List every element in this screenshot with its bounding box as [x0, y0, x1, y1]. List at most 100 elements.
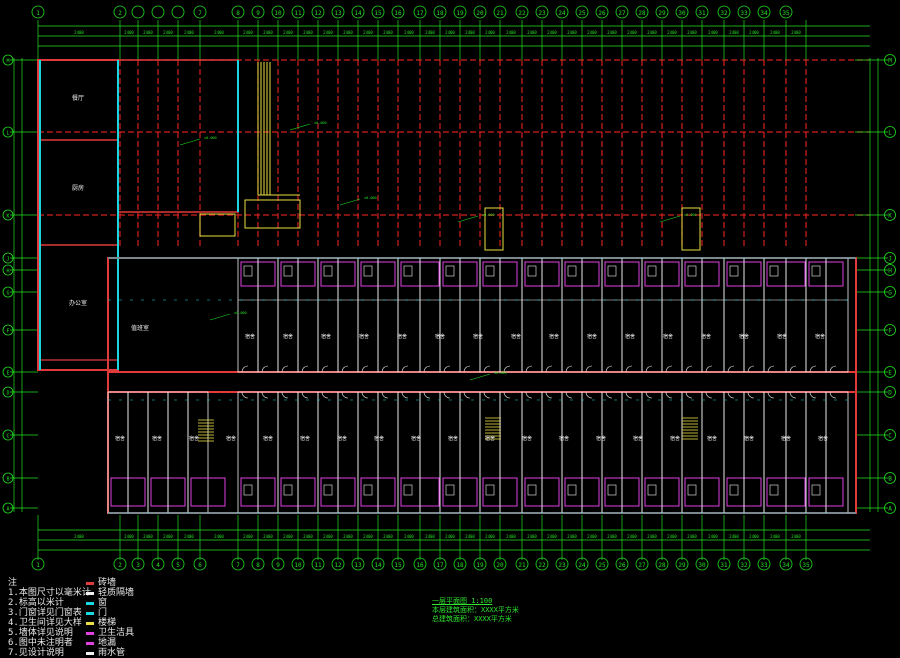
- axis-label: 18: [456, 562, 464, 569]
- axis-bubble-icon: [884, 366, 896, 378]
- swatch-icon: [86, 581, 94, 585]
- room-label: 宿舍: [321, 333, 331, 340]
- axis-label: 19: [476, 562, 484, 569]
- dorm-room: [825, 391, 849, 514]
- door-swing-icon: [301, 391, 309, 399]
- axis-bubble-icon: [331, 557, 345, 571]
- axis-label: 31: [720, 562, 728, 569]
- axis-label: 29: [658, 10, 666, 17]
- dimension-label: 2400: [143, 534, 153, 539]
- door-swing-icon: [525, 365, 533, 373]
- axis-label: J: [888, 256, 892, 263]
- axis-bubble-icon: [2, 264, 14, 276]
- dimension-label: 2400: [425, 534, 435, 539]
- symbol-label: 门: [98, 608, 108, 618]
- axis-label: 4: [156, 562, 160, 569]
- door-swing-icon: [503, 391, 511, 399]
- axis-label: C: [6, 434, 9, 440]
- elevation-label: ±0.000: [204, 136, 217, 140]
- dimension-label: 2400: [404, 534, 414, 539]
- axis-bubble-icon: [413, 557, 427, 571]
- toilet-icon: [647, 265, 657, 277]
- axis-label: 30: [678, 10, 686, 17]
- dimension-label: 2400: [243, 534, 253, 539]
- axis-label: C: [888, 433, 892, 440]
- door-swing-icon: [585, 391, 593, 399]
- axis-bubble-icon: [193, 557, 207, 571]
- symbol-row: 地漏: [86, 638, 156, 648]
- swatch-icon: [86, 641, 94, 645]
- dimension-label: 2400: [547, 534, 557, 539]
- dimension-label: 2400: [143, 30, 153, 35]
- axis-label: 1: [36, 562, 40, 569]
- room-label: 宿舍: [411, 435, 421, 442]
- axis-label: 24: [558, 10, 566, 17]
- axis-bubble-icon: [515, 5, 529, 19]
- symbol-label: 地漏: [98, 638, 117, 648]
- door-swing-icon: [401, 391, 409, 399]
- swatch-icon: [86, 601, 94, 605]
- axis-bubble-icon: [737, 557, 751, 571]
- axis-bubble-icon: [555, 5, 569, 19]
- axis-bubble-icon: [615, 557, 629, 571]
- dimension-label: 2400: [363, 30, 373, 35]
- axis-label: 30: [698, 562, 706, 569]
- dimension-label: 2400: [383, 30, 393, 35]
- door-swing-icon: [585, 365, 593, 373]
- dimension-label: 2400: [184, 534, 194, 539]
- dorm-room: [499, 391, 523, 514]
- dimension-label: 2400: [425, 30, 435, 35]
- dimension-label: 2400: [749, 30, 759, 35]
- axis-label: A: [888, 506, 892, 513]
- axis-bubble-icon: [473, 5, 487, 19]
- leader-line: [289, 123, 311, 131]
- axis-bubble-icon: [757, 557, 771, 571]
- room-label: 宿舍: [744, 435, 754, 442]
- symbol-row: 门: [86, 608, 156, 618]
- axis-label: 13: [334, 10, 342, 17]
- symbol-row: 雨水管: [86, 648, 156, 658]
- toilet-icon: [527, 265, 537, 277]
- dimension-label: 2400: [383, 534, 393, 539]
- axis-label: 22: [538, 562, 546, 569]
- toilet-icon: [607, 265, 617, 277]
- symbol-row: 窗: [86, 598, 156, 608]
- axis-bubble-icon: [2, 286, 14, 298]
- room-label: 宿舍: [245, 333, 255, 340]
- bathroom-fixture: [190, 477, 226, 507]
- axis-label: 25: [578, 10, 586, 17]
- axis-label: 13: [354, 562, 362, 569]
- room-label: 宿舍: [559, 435, 569, 442]
- symbol-row: 卫生洁具: [86, 628, 156, 638]
- room-label: 宿舍: [115, 435, 125, 442]
- elevation-label: ±0.000: [684, 213, 697, 217]
- room-label: 宿舍: [300, 435, 310, 442]
- axis-bubble-icon: [371, 557, 385, 571]
- room-label: 宿舍: [633, 435, 643, 442]
- axis-bubble-icon: [113, 557, 127, 571]
- dorm-room: [785, 391, 807, 514]
- legend-item: 3.门窗详见门窗表: [8, 608, 82, 618]
- axis-label: D: [6, 391, 9, 397]
- axis-bubble-icon: [251, 557, 265, 571]
- elevation-label: ±0.000: [482, 213, 495, 217]
- axis-label: K: [888, 213, 892, 220]
- axis-label: 2: [118, 562, 122, 569]
- toilet-icon: [687, 484, 697, 496]
- axis-bubble-icon: [171, 557, 185, 571]
- dimension-label: 2400: [323, 534, 333, 539]
- room-label: 餐厅: [72, 94, 84, 102]
- axis-label: 16: [416, 562, 424, 569]
- dimension-label: 2400: [667, 534, 677, 539]
- axis-bubble-icon: [717, 5, 731, 19]
- axis-bubble-icon: [351, 5, 365, 19]
- door-swing-icon: [361, 391, 369, 399]
- legend-notes: 注 1.本图尺寸以毫米计 2.标高以米计 3.门窗详见门窗表 4.卫生间详见大样…: [8, 578, 91, 658]
- drawing-title: 一层平面图 1:100: [432, 597, 493, 605]
- legend-item: 1.本图尺寸以毫米计: [8, 588, 91, 598]
- axis-label: 5: [176, 562, 180, 569]
- axis-label: 7: [236, 562, 240, 569]
- axis-label: 31: [698, 10, 706, 17]
- dimension-label: 2400: [729, 534, 739, 539]
- axis-bubble-icon: [2, 502, 14, 514]
